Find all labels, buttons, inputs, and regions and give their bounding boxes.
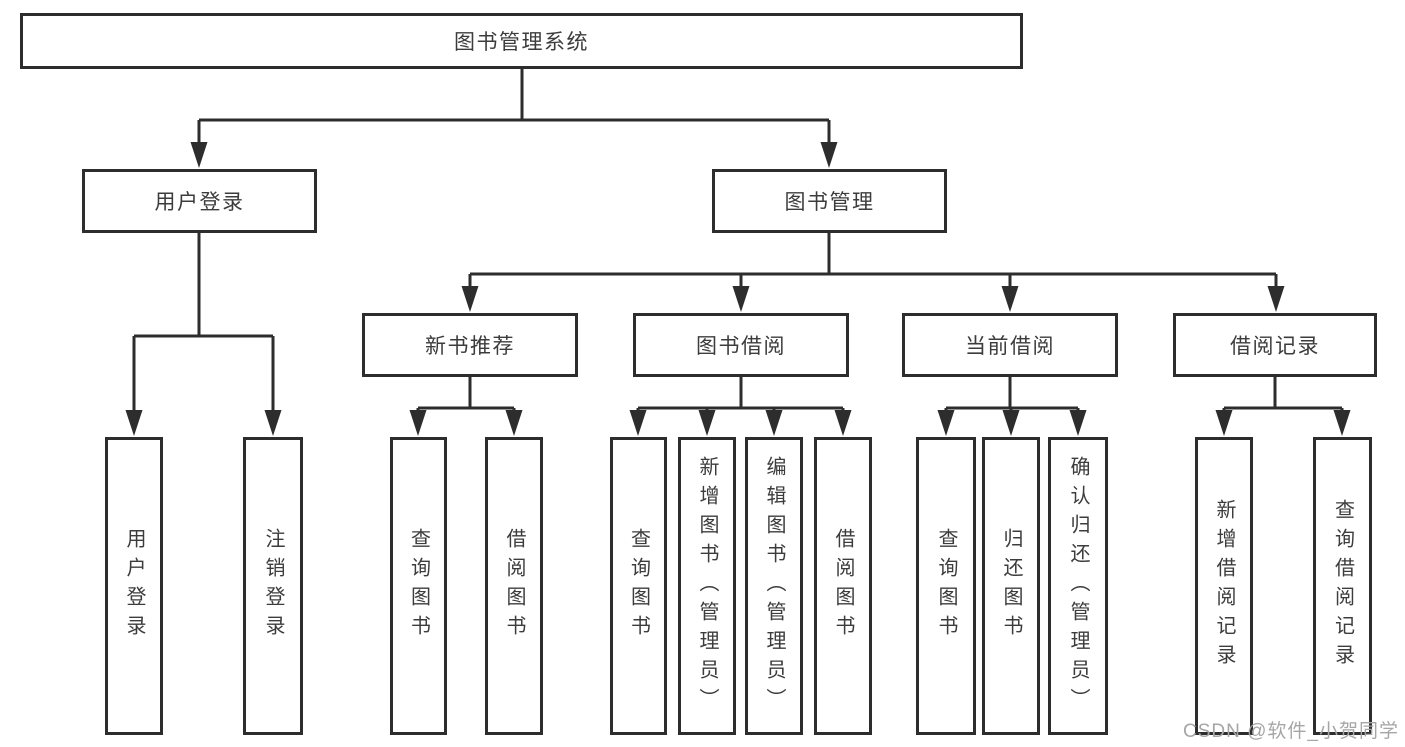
leaf-borrow-books: 借阅图书 [814,437,872,735]
leaf-add-book-admin: 新增图书（管理员） [678,437,736,735]
node-book-management: 图书管理 [712,169,947,233]
leaf-label: 借阅图书 [503,528,525,644]
leaf-query-borrow-record: 查询借阅记录 [1313,437,1372,735]
leaf-query-books-borrow: 查询图书 [610,437,667,735]
arrow-down-icon [461,286,479,312]
leaf-borrow-books-recommend: 借阅图书 [485,437,543,735]
watermark: CSDN @软件_小贺同学 [1183,721,1399,742]
leaf-confirm-return-admin: 确认归还（管理员） [1048,437,1108,735]
connector-user-login-children [125,233,282,436]
arrow-down-icon [698,410,716,436]
connector-root-to-level2 [190,68,838,168]
arrow-down-icon [1002,410,1020,436]
arrow-down-icon [1001,286,1019,312]
leaf-label: 新增借阅记录 [1213,499,1235,673]
leaf-label: 用户登录 [123,528,145,644]
leaf-logout: 注销登录 [243,437,303,735]
leaf-query-books-recommend: 查询图书 [390,437,447,735]
arrow-down-icon [1333,410,1351,436]
arrow-down-icon [505,410,523,436]
leaf-query-books-current: 查询图书 [916,437,976,735]
leaf-add-borrow-record: 新增借阅记录 [1195,437,1253,735]
leaf-label: 新增图书（管理员） [696,455,718,717]
arrow-down-icon [1267,286,1285,312]
arrow-down-icon [190,142,208,168]
connector-borrow-record-children [1215,377,1351,436]
leaf-label: 注销登录 [262,528,284,644]
connector-book-management-children [461,233,1285,312]
connector-book-borrow-children [629,377,852,436]
arrow-down-icon [629,410,647,436]
leaf-return-book: 归还图书 [982,437,1040,735]
arrow-down-icon [1069,410,1087,436]
node-user-login: 用户登录 [82,169,317,233]
leaf-label: 编辑图书（管理员） [763,455,785,717]
leaf-label: 查询图书 [627,528,650,644]
leaf-label: 归还图书 [1000,528,1022,644]
leaf-label: 查询借阅记录 [1331,499,1354,673]
arrow-down-icon [834,410,852,436]
connector-current-borrow-children [937,377,1087,436]
arrow-down-icon [264,410,282,436]
leaf-label: 借阅图书 [832,528,854,644]
arrow-down-icon [125,410,143,436]
leaf-label: 确认归还（管理员） [1067,455,1089,717]
connector-new-book-children [409,377,523,436]
leaf-label: 查询图书 [935,528,957,644]
arrow-down-icon [1215,410,1233,436]
node-root: 图书管理系统 [20,13,1023,69]
arrow-down-icon [732,286,750,312]
leaf-label: 查询图书 [407,528,430,644]
leaf-user-login: 用户登录 [105,437,163,735]
node-current-borrow: 当前借阅 [902,313,1118,377]
arrow-down-icon [765,410,783,436]
arrow-down-icon [937,410,955,436]
node-borrow-records: 借阅记录 [1173,313,1377,377]
arrow-down-icon [820,142,838,168]
leaf-edit-book-admin: 编辑图书（管理员） [745,437,803,735]
node-book-borrow: 图书借阅 [633,313,849,377]
arrow-down-icon [409,410,427,436]
node-new-book-recommend: 新书推荐 [362,313,578,377]
